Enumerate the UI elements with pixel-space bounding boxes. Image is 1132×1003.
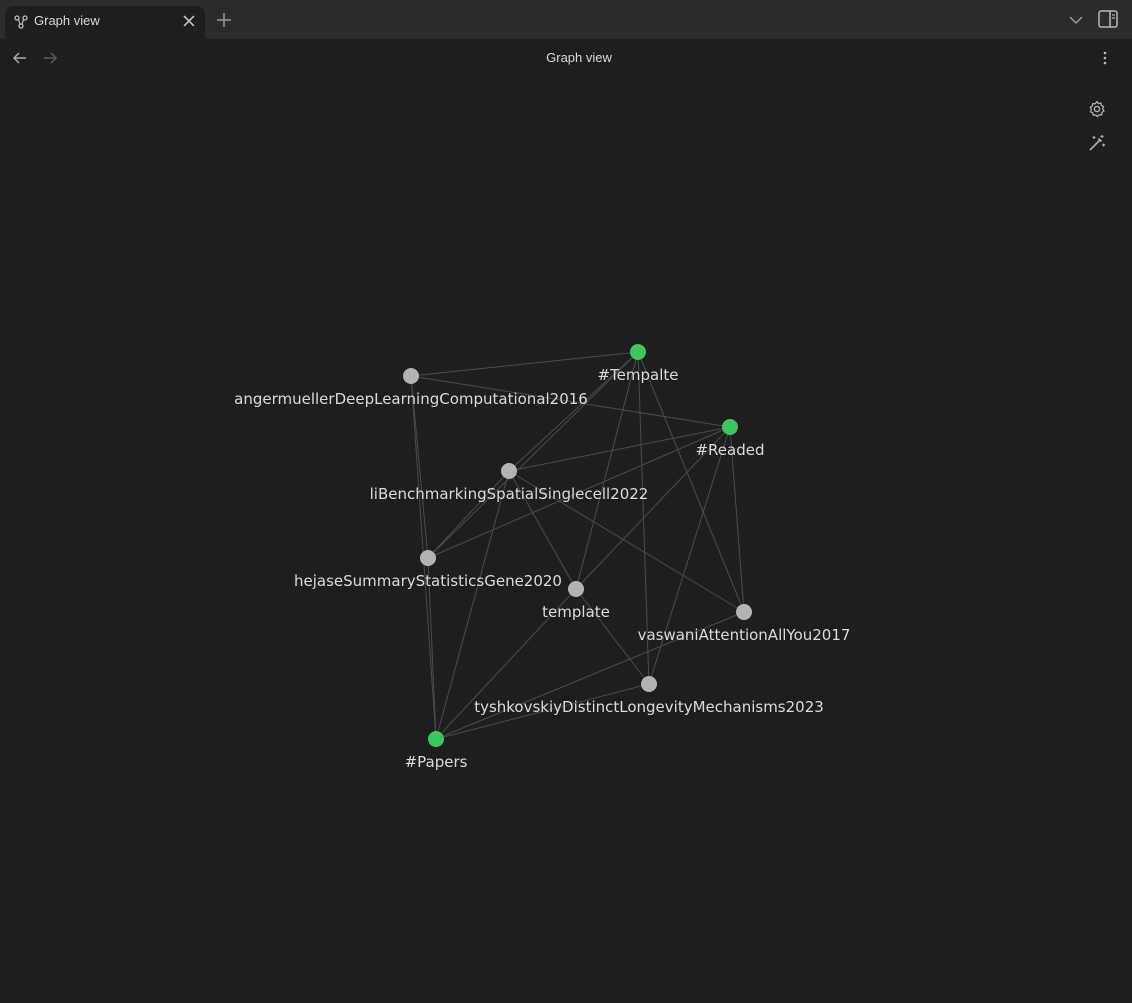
graph-node-tempalte[interactable]: #Tempalte — [597, 344, 679, 384]
graph-edge-angermueller-hejase — [410, 375, 429, 559]
sidebar-toggle-icon[interactable] — [1098, 10, 1118, 28]
nodes-layer: #Tempalte angermuellerDeepLearningComputa… — [234, 344, 850, 771]
arrow-left-icon[interactable] — [12, 50, 28, 66]
graph-node-template[interactable]: template — [542, 581, 610, 621]
tab-graph-view[interactable]: Graph view — [5, 6, 205, 39]
magic-wand-icon[interactable] — [1088, 134, 1106, 152]
graph-node-papers[interactable]: #Papers — [405, 731, 468, 771]
graph-edge-li-tempalte — [508, 351, 639, 472]
graph-node-li[interactable]: liBenchmarkingSpatialSinglecell2022 — [370, 463, 649, 503]
node-dot[interactable] — [420, 550, 436, 566]
gear-icon[interactable] — [1088, 100, 1106, 118]
graph-node-angermueller[interactable]: angermuellerDeepLearningComputational201… — [234, 368, 588, 408]
graph-edge-li-template — [508, 470, 577, 590]
graph-canvas[interactable]: #Tempalte angermuellerDeepLearningComputa… — [0, 77, 1132, 1003]
graph-edge-template-tempalte — [575, 351, 639, 590]
tab-bar: Graph view — [0, 0, 1132, 39]
node-label: tyshkovskiyDistinctLongevityMechanisms20… — [474, 698, 824, 716]
graph-edge-angermueller-tempalte — [410, 351, 639, 377]
graph-edge-tyshkovskiy-tempalte — [637, 351, 650, 685]
node-label: liBenchmarkingSpatialSinglecell2022 — [370, 485, 649, 503]
graph-edge-template-readed — [575, 426, 731, 590]
node-dot[interactable] — [403, 368, 419, 384]
graph-edge-hejase-tempalte — [427, 351, 639, 559]
graph-edge-template-papers — [435, 588, 577, 740]
graph-edge-vaswani-readed — [729, 426, 745, 613]
node-dot[interactable] — [501, 463, 517, 479]
graph-node-readed[interactable]: #Readed — [695, 419, 765, 459]
graph-edge-hejase-papers — [427, 557, 437, 740]
node-dot[interactable] — [630, 344, 646, 360]
node-label: #Readed — [695, 441, 764, 459]
node-label: vaswaniAttentionAllYou2017 — [638, 626, 851, 644]
graph-edge-hejase-readed — [427, 426, 731, 559]
graph-node-tyshkovskiy[interactable]: tyshkovskiyDistinctLongevityMechanisms20… — [474, 676, 824, 716]
graph-edge-vaswani-tempalte — [637, 351, 745, 613]
graph-edge-li-papers — [435, 470, 510, 740]
node-label: #Tempalte — [597, 366, 678, 384]
graph-edge-template-tyshkovskiy — [575, 588, 650, 685]
graph-node-hejase[interactable]: hejaseSummaryStatisticsGene2020 — [294, 550, 562, 590]
view-title: Graph view — [546, 50, 612, 65]
close-icon[interactable] — [182, 14, 196, 28]
graph-node-vaswani[interactable]: vaswaniAttentionAllYou2017 — [638, 604, 851, 644]
graph-edge-li-vaswani — [508, 470, 745, 613]
node-label: #Papers — [405, 753, 468, 771]
graph-icon — [14, 15, 28, 29]
tab-title: Graph view — [34, 13, 100, 28]
graph-edge-tyshkovskiy-papers — [435, 683, 650, 740]
node-dot[interactable] — [428, 731, 444, 747]
view-header: Graph view — [0, 39, 1132, 77]
graph-edge-li-readed — [508, 426, 731, 472]
graph-edge-li-hejase — [427, 470, 510, 559]
node-label: angermuellerDeepLearningComputational201… — [234, 390, 588, 408]
graph-edge-angermueller-readed — [410, 375, 731, 428]
node-dot[interactable] — [736, 604, 752, 620]
graph-edge-tyshkovskiy-readed — [648, 426, 731, 685]
more-options-icon[interactable] — [1097, 50, 1113, 66]
graph-edge-vaswani-papers — [435, 611, 745, 740]
chevron-down-icon[interactable] — [1068, 12, 1084, 28]
arrow-right-icon[interactable] — [42, 50, 58, 66]
node-dot[interactable] — [568, 581, 584, 597]
edges-layer — [410, 351, 745, 740]
node-dot[interactable] — [722, 419, 738, 435]
plus-icon[interactable] — [216, 12, 232, 28]
node-label: template — [542, 603, 610, 621]
node-dot[interactable] — [641, 676, 657, 692]
node-label: hejaseSummaryStatisticsGene2020 — [294, 572, 562, 590]
